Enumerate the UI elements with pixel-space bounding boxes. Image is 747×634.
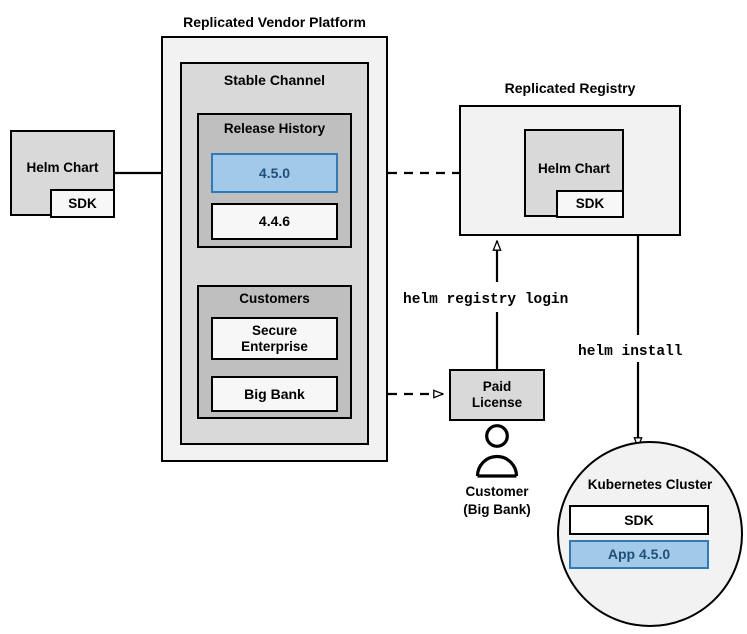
- source-helm-chart-label: Helm Chart: [26, 160, 99, 175]
- cluster-component-sdk-label: SDK: [624, 511, 654, 528]
- paid-license-label: Paid License: [472, 379, 522, 411]
- paid-license-box[interactable]: Paid License: [449, 369, 545, 421]
- cluster-component-app[interactable]: App 4.5.0: [569, 540, 709, 569]
- customer-item-secure-enterprise-label: Secure Enterprise: [241, 323, 308, 355]
- vendor-platform-title: Replicated Vendor Platform: [183, 14, 366, 30]
- customer-item-big-bank[interactable]: Big Bank: [211, 376, 338, 412]
- customer-item-secure-enterprise[interactable]: Secure Enterprise: [211, 317, 338, 360]
- customer-secure-line1: Secure: [251, 322, 298, 338]
- customer-actor-line1: Customer: [465, 484, 529, 499]
- person-icon: [475, 424, 519, 478]
- customers-title: Customers: [239, 291, 310, 306]
- release-history-title: Release History: [223, 121, 326, 136]
- source-sdk-label: SDK: [68, 195, 97, 211]
- release-item-4-5-0-label: 4.5.0: [258, 164, 291, 181]
- release-item-4-5-0[interactable]: 4.5.0: [211, 153, 338, 193]
- command-helm-registry-login: helm registry login: [403, 292, 569, 308]
- stable-channel-title: Stable Channel: [223, 72, 326, 88]
- customer-item-big-bank-label: Big Bank: [244, 385, 305, 402]
- cluster-component-app-label: App 4.5.0: [607, 546, 671, 563]
- registry-sdk-label: SDK: [575, 196, 605, 212]
- command-helm-install: helm install: [578, 344, 683, 360]
- customer-actor-label: Customer (Big Bank): [440, 483, 554, 518]
- release-item-4-4-6[interactable]: 4.4.6: [211, 203, 338, 240]
- registry-helm-chart-label: Helm Chart: [537, 161, 610, 176]
- customer-actor-line2: (Big Bank): [463, 501, 531, 517]
- paid-license-line1: Paid: [482, 379, 512, 395]
- paid-license-line2: License: [471, 395, 523, 410]
- source-sdk-box[interactable]: SDK: [50, 189, 115, 218]
- registry-sdk-box[interactable]: SDK: [556, 190, 624, 218]
- cluster-component-sdk[interactable]: SDK: [569, 505, 709, 535]
- release-item-4-4-6-label: 4.4.6: [258, 213, 291, 230]
- customer-secure-line2: Enterprise: [241, 338, 308, 354]
- kubernetes-cluster-title: Kubernetes Cluster: [587, 477, 713, 492]
- registry-title: Replicated Registry: [504, 80, 636, 96]
